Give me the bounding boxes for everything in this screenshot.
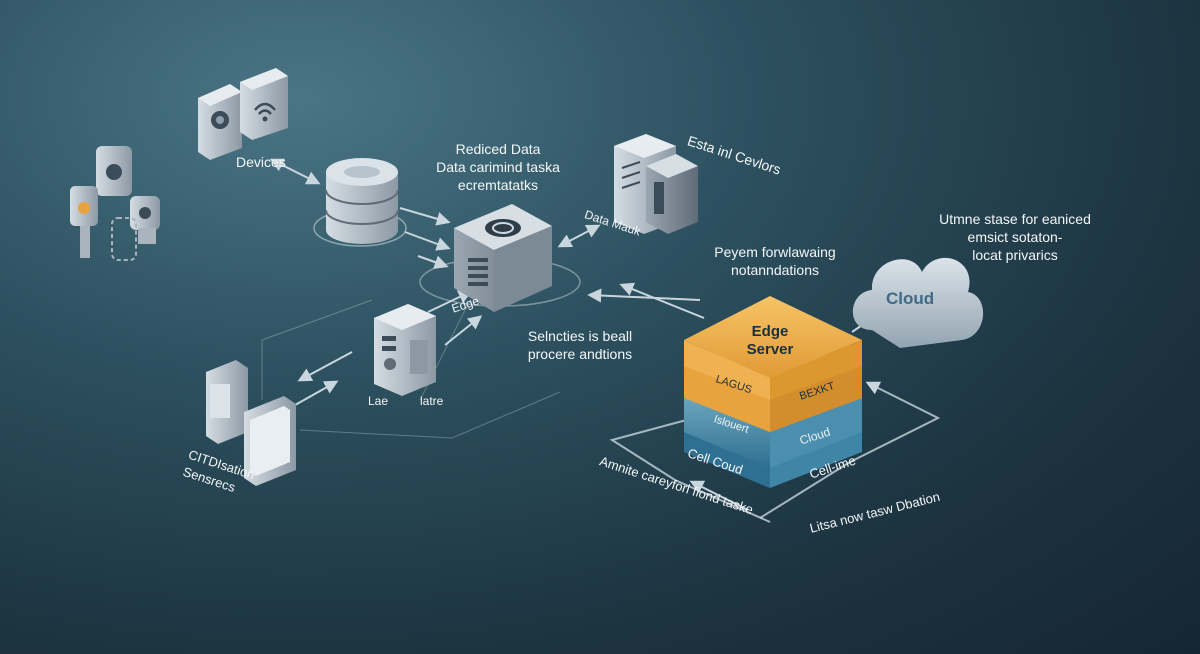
devices-label: Devices [236, 154, 286, 170]
edge-node-icon [454, 204, 552, 312]
peyem-line2: notanndations [731, 262, 819, 278]
arrow-db-edge-1 [399, 207, 451, 226]
arrow-rack-edge-1 [444, 315, 483, 346]
sensor-cluster-icon [70, 146, 160, 261]
arrow-edge-datamauk [557, 224, 601, 248]
cloud-icon [852, 257, 984, 348]
database-icon [325, 158, 399, 244]
loop-right [759, 381, 941, 519]
reduced-data-line2: Data carimind taska [436, 159, 560, 175]
arrow-db-edge-2 [404, 231, 451, 251]
arrow-server-edge-1 [587, 288, 701, 303]
edge-server-line1: Edge [751, 323, 789, 340]
loop-left [609, 414, 771, 523]
cloud-label: Cloud [886, 289, 935, 308]
device-camera-icon [198, 84, 242, 160]
lae-label: Lae [368, 394, 389, 408]
utmne-label: Utmne stase for eaniced emsict sotaton- … [930, 210, 1100, 264]
arrow-loop-bottom [689, 480, 749, 511]
edge-server-top-layer [684, 296, 862, 400]
rack-server-icon [374, 304, 436, 396]
utmne-line1: Utmne stase for eaniced [939, 211, 1091, 227]
peyem-label: Peyem forwlawaing notanndations [700, 243, 850, 279]
latre-label: latre [420, 394, 444, 408]
utmne-line2: emsict sotaton- [967, 229, 1063, 245]
arrow-server-edge-2 [619, 282, 705, 319]
edge-server-label: Edge Server [730, 323, 810, 359]
server-towers-icon [614, 134, 698, 234]
peyem-line1: Peyem forwlawaing [714, 244, 836, 260]
edge-server-line2: Server [746, 341, 794, 358]
edge-server-stack [684, 296, 862, 488]
arrow-devices-db [269, 158, 321, 185]
arrow-db-edge-3 [417, 255, 449, 269]
selncties-line1: Selncties is beall [527, 328, 633, 344]
reduced-data-label: Rediced Data Data carimind taska ecremta… [418, 140, 578, 194]
selncties-label: Selncties is beall procere andtions [510, 327, 650, 363]
utmne-line3: locat privarics [972, 247, 1058, 263]
device-wifi-icon [240, 68, 288, 140]
reduced-data-line3: ecremtatatks [457, 177, 539, 193]
reduced-data-line1: Rediced Data [455, 141, 541, 157]
selncties-line2: procere andtions [527, 346, 633, 362]
sensor-monitors-icon [206, 360, 296, 486]
devices-group [70, 68, 288, 261]
arrow-rack-edge-2 [427, 290, 473, 313]
arrow-sensor-rack-1 [297, 351, 353, 382]
connectors [261, 158, 941, 523]
